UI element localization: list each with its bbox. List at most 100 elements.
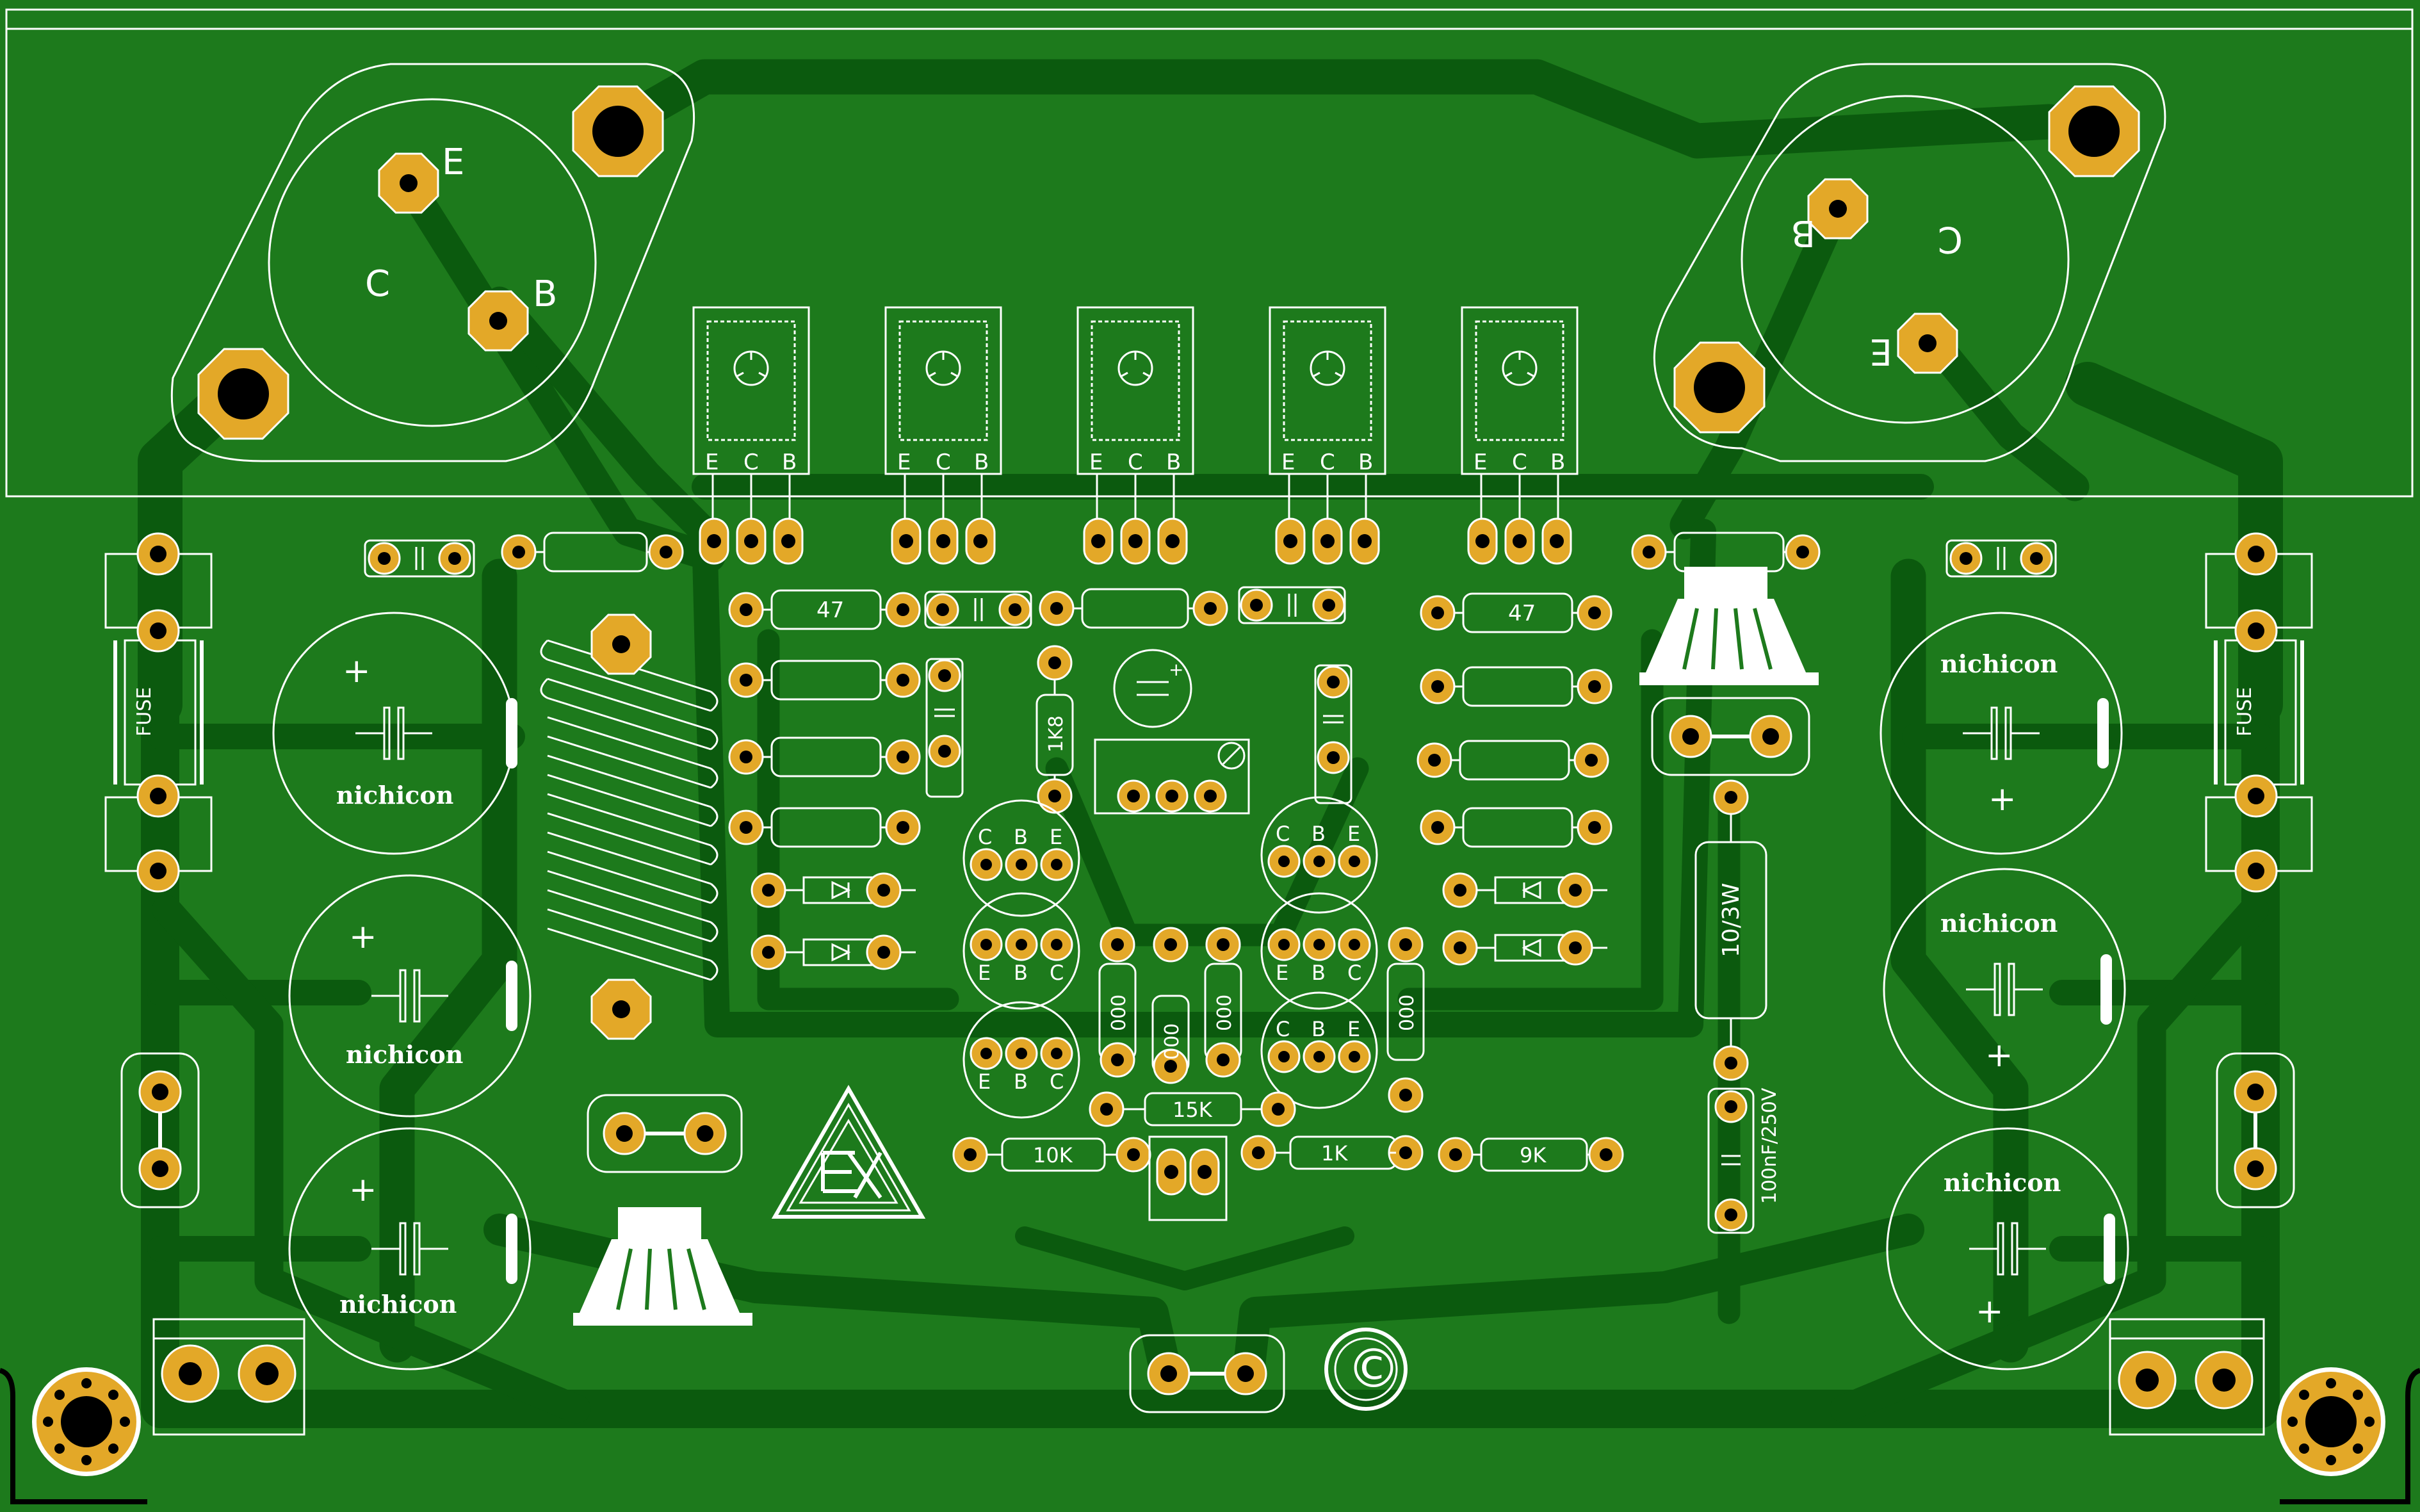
mount-hole xyxy=(2068,106,2120,157)
diode xyxy=(1442,872,1607,908)
resistor-value: 10K xyxy=(1033,1143,1073,1167)
mounting-hole-right xyxy=(2277,1367,2385,1476)
resistor xyxy=(1417,740,1609,781)
nichicon-capacitor: + nichicon xyxy=(288,1127,532,1370)
polarity-stripe xyxy=(2100,954,2112,1025)
resistor-000: 000 xyxy=(1386,927,1425,1113)
pin-label: C xyxy=(978,825,992,849)
vertical-resistors: 000 000 000 000 xyxy=(1098,927,1425,1113)
resistors-right: 47 xyxy=(1417,532,2057,966)
polarity-plus: + xyxy=(1985,1036,2013,1075)
pin-hole xyxy=(400,174,418,192)
pin-label: C xyxy=(1128,450,1143,475)
capacitor-brand: nichicon xyxy=(339,1290,457,1319)
resistor-47: 47 xyxy=(1420,592,1612,633)
diode xyxy=(751,872,916,908)
middle-components: 1K8 + xyxy=(924,586,1352,815)
diode xyxy=(1442,930,1607,966)
driver-transistor: E C B xyxy=(1269,306,1386,565)
resistor-9k: 9K xyxy=(1438,1137,1624,1173)
resistor-value: 9K xyxy=(1520,1143,1547,1167)
bottom-resistors: 15K 10K 1K 9K xyxy=(952,1091,1624,1221)
mount-hole xyxy=(1694,362,1745,413)
pin-label-b: B xyxy=(533,273,557,315)
fuse-label: FUSE xyxy=(133,687,156,736)
resistor-10k: 10K xyxy=(952,1137,1151,1173)
polarity-stripe xyxy=(2097,698,2109,768)
ground-jumper xyxy=(1129,1334,1285,1413)
resistor-value: 15K xyxy=(1173,1098,1213,1122)
capacitor-brand: nichicon xyxy=(1944,1168,2061,1197)
resistor-1k8: 1K8 xyxy=(1035,645,1074,814)
pin-label: C xyxy=(743,450,759,475)
ceramic-capacitor xyxy=(925,658,964,798)
driver-transistor: E C B xyxy=(1076,306,1194,565)
copyright-mark: © xyxy=(1324,1328,1408,1411)
ceramic-capacitor xyxy=(1238,586,1346,624)
driver-transistors: E C B E C B E C B xyxy=(692,306,1579,565)
pin-label: E xyxy=(978,1069,991,1094)
pin-label: B xyxy=(1358,450,1373,475)
capacitor-brand: nichicon xyxy=(346,1040,463,1069)
diode xyxy=(751,934,916,970)
pin-label: E xyxy=(1276,961,1288,985)
polarity-stripe xyxy=(506,698,517,768)
resistor-value: 1K8 xyxy=(1045,715,1068,752)
polarity-plus: + xyxy=(349,1171,377,1209)
speaker-icon xyxy=(573,1207,752,1326)
pin-hole xyxy=(1919,334,1937,352)
resistor-value: 000 xyxy=(1214,995,1236,1031)
pin-label-b: B xyxy=(1791,212,1815,254)
pin-label: E xyxy=(1347,1017,1360,1041)
ceramic-capacitor xyxy=(1314,664,1352,804)
power-terminal-left xyxy=(152,1318,305,1436)
pin-label: C xyxy=(936,450,951,475)
polarity-plus: + xyxy=(349,918,377,956)
pin-label: C xyxy=(1320,450,1335,475)
pin-label: B xyxy=(1014,825,1028,849)
pin-label: E xyxy=(1050,825,1062,849)
resistor xyxy=(1631,532,1821,573)
warning-triangle-icon xyxy=(771,1084,926,1219)
mounting-hole-left xyxy=(32,1367,141,1476)
pin-label-c: C xyxy=(1938,218,1963,260)
pin-label: B xyxy=(1166,450,1181,475)
pin-label: B xyxy=(1312,1017,1326,1041)
resistor-47: 47 xyxy=(728,589,921,630)
pin-label: B xyxy=(1014,961,1028,985)
pin-label-e: E xyxy=(1870,330,1892,372)
small-electrolytic: + xyxy=(1113,649,1192,728)
resistor-000: 000 xyxy=(1098,927,1137,1078)
nichicon-capacitor: + nichicon xyxy=(272,612,517,855)
pin-label: B xyxy=(1550,450,1565,475)
to3-outline-left xyxy=(170,63,695,462)
resistor xyxy=(501,532,684,573)
resistor xyxy=(728,736,921,777)
polarity-plus: + xyxy=(1988,780,2017,818)
pin-label: C xyxy=(1050,961,1064,985)
to92-transistor: E B C xyxy=(962,892,1080,1010)
pin-label-c: C xyxy=(365,263,390,305)
pin-label: E xyxy=(978,961,991,985)
to92-transistor: E B C xyxy=(962,1001,1080,1119)
nichicon-capacitor: + nichicon xyxy=(288,874,532,1118)
small-transistors: C B E E B C E B C C B xyxy=(962,796,1378,1119)
resistor xyxy=(728,807,921,848)
speaker-icon xyxy=(1639,567,1819,685)
polarity-plus: + xyxy=(343,652,371,690)
resistor-value: 000 xyxy=(1108,995,1130,1031)
polarity-plus: + xyxy=(1169,659,1183,680)
pin-label: B xyxy=(1312,961,1326,985)
polarity-stripe xyxy=(506,1214,517,1284)
pin-label-e: E xyxy=(442,142,464,183)
resistor-value: 47 xyxy=(816,597,844,623)
power-transistor-right: B C E xyxy=(1653,63,2166,462)
resistor-value: 47 xyxy=(1508,601,1536,626)
to92-transistor: C B E xyxy=(1260,991,1378,1109)
pin-label: C xyxy=(1276,1017,1290,1041)
nichicon-capacitor: + nichicon xyxy=(1883,868,2126,1111)
pin-hole xyxy=(489,312,507,330)
nichicon-capacitor: + nichicon xyxy=(1880,612,2123,855)
resistor xyxy=(1420,807,1612,848)
